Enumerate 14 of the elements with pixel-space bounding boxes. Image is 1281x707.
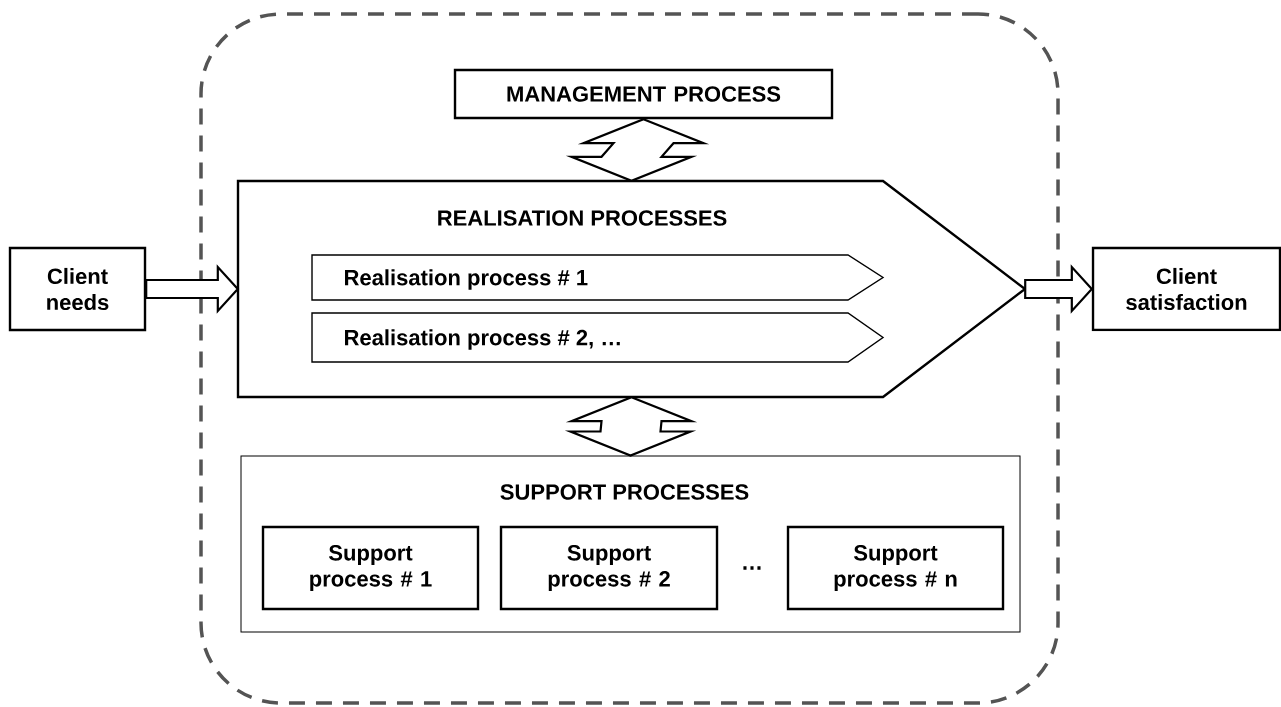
block-arrow [145,264,240,314]
block-arrow [565,118,710,182]
process-chevron: Realisation process # 2, … [311,312,885,363]
process-box: Client satisfaction [1091,246,1281,332]
process-box: Support process # 2 [499,525,719,611]
dashed-boundary [199,12,1060,705]
process-box: Support process # n [786,525,1005,611]
process-box: Client needs [8,246,147,332]
block-arrow [1024,264,1094,314]
process-box: Support process # 1 [261,525,480,611]
ellipsis: … [743,566,761,570]
block-arrow [564,396,698,457]
process-box: MANAGEMENT PROCESS [453,68,834,120]
process-chevron: Realisation process # 1 [311,254,885,301]
